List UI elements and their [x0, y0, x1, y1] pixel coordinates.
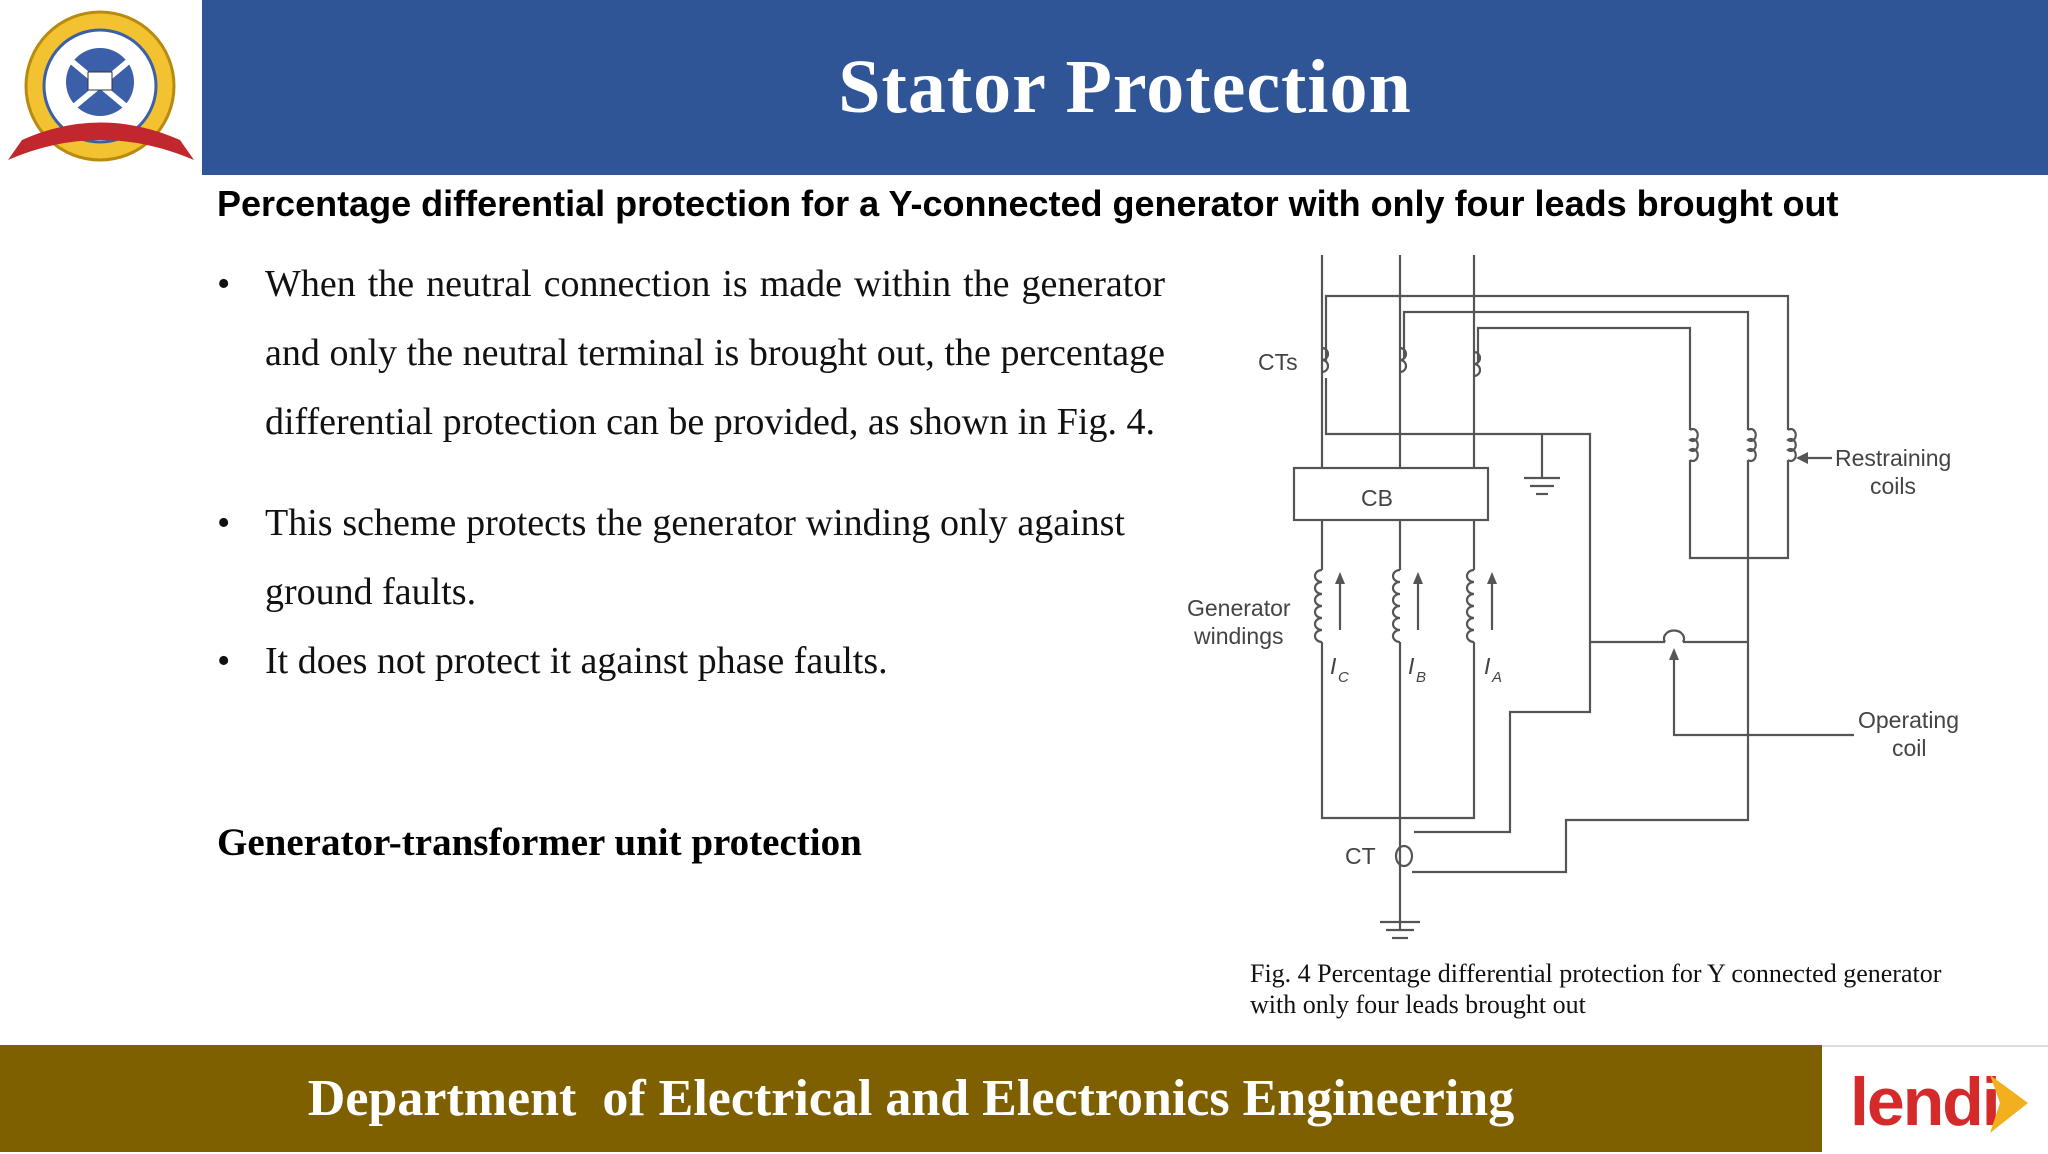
ct-wire-c: [1324, 294, 1790, 430]
restraining-coil-2: [1746, 427, 1757, 463]
restraining-coil-3: [1786, 427, 1797, 463]
department-name: Department of Electrical and Electronics…: [307, 1070, 1515, 1127]
restraining-return-wire: [1412, 558, 1750, 874]
slide-title: Stator Protection: [838, 45, 1412, 129]
neutral-ct-coil: [1394, 844, 1414, 868]
chevron-right-icon: [1990, 1075, 2028, 1133]
generator-winding-a: [1465, 568, 1475, 644]
cb-label: CB: [1361, 485, 1393, 511]
restraining-label: Restraining: [1835, 445, 1951, 471]
ct-return-wire: [1324, 378, 1592, 834]
section-title: Generator-transformer unit protection: [217, 821, 862, 864]
figure-caption: Fig. 4 Percentage differential protectio…: [1250, 959, 1942, 1019]
generator-winding-b: [1391, 568, 1401, 644]
generator-label: Generator: [1187, 595, 1291, 621]
slide-subtitle: Percentage differential protection for a…: [217, 183, 1839, 224]
bullet-item: When the neutral connection is made with…: [217, 250, 1165, 457]
restraining-coil-1: [1688, 427, 1699, 463]
ct-wire-a: [1476, 326, 1692, 430]
arrow-head-icon: [1796, 452, 1808, 464]
circuit-diagram: CTs CB Restraining coils Generator windi…: [1187, 255, 1959, 940]
cts-label: CTs: [1258, 349, 1298, 375]
generator-label: windings: [1193, 623, 1284, 649]
current-sub-b: B: [1416, 669, 1426, 686]
restraining-label: coils: [1870, 473, 1916, 499]
current-label-a: I: [1484, 653, 1491, 679]
bullet-item: This scheme protects the generator windi…: [217, 489, 1125, 627]
current-label-b: I: [1408, 653, 1415, 679]
circuit-breaker-box: [1292, 466, 1490, 522]
generator-winding-c: [1313, 568, 1323, 644]
operating-coil-wire: [1672, 654, 1854, 737]
arrow-head-icon: [1487, 572, 1497, 584]
institute-logo: [0, 0, 202, 175]
operating-coil: [1662, 629, 1686, 643]
neutral-star-wire: [1320, 642, 1476, 820]
institute-seal-icon: [8, 10, 194, 162]
bullet-list: When the neutral connection is made with…: [217, 250, 1165, 696]
operating-label: Operating: [1858, 707, 1959, 733]
current-sub-c: C: [1338, 669, 1349, 686]
slide-header: Stator Protection: [202, 0, 2048, 175]
operating-label: coil: [1892, 735, 1927, 761]
lendi-logo: lendi: [1822, 1045, 2048, 1152]
bullet-item: It does not protect it against phase fau…: [217, 627, 1165, 696]
ct-wire-b: [1402, 310, 1750, 430]
arrow-head-icon: [1335, 572, 1345, 584]
current-label-c: I: [1330, 653, 1337, 679]
arrow-head-icon: [1413, 572, 1423, 584]
restraining-common-wire: [1688, 460, 1790, 560]
current-sub-a: A: [1491, 669, 1502, 686]
slide-footer: Department of Electrical and Electronics…: [0, 1045, 1822, 1152]
lendi-logo-text: lendi: [1850, 1064, 2001, 1140]
ct-label: CT: [1345, 843, 1376, 869]
arrow-head-icon: [1669, 648, 1679, 660]
